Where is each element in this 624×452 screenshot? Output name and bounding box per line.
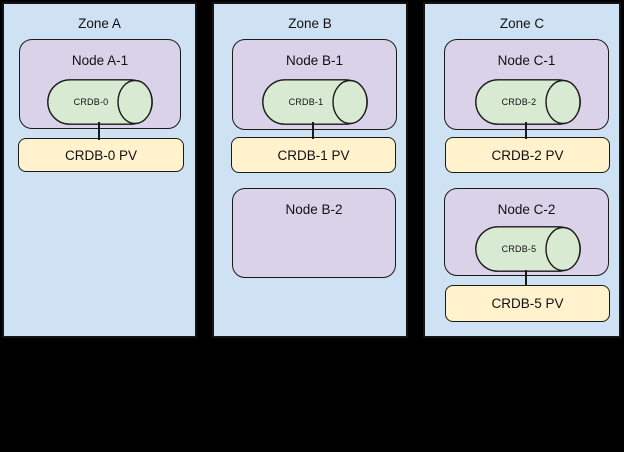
node-b-2-label: Node B-2 [285,202,343,217]
zone-b-label: Zone B [288,16,332,31]
node-b-1-label: Node B-1 [285,53,344,68]
node-a-1: Node A-1 CRDB-0 [19,39,181,129]
zone-c-label: Zone C [499,16,545,31]
connector-line [312,122,314,139]
connector-line [98,122,100,140]
node-a-1-label: Node A-1 [71,53,129,68]
cylinder-icon [262,79,368,125]
crdb-0-pv: CRDB-0 PV [18,138,184,172]
crdb-5-pv: CRDB-5 PV [445,285,610,322]
crdb-1-pod-label: CRDB-1 [288,97,324,107]
node-c-2: Node C-2 CRDB-5 [444,188,609,276]
crdb-5-pod-label: CRDB-5 [501,244,537,254]
crdb-2-pod-label: CRDB-2 [501,97,537,107]
cylinder-icon [475,79,581,125]
zone-a: Zone A Node A-1 CRDB-0 CRDB-0 PV [2,2,197,338]
node-b-2: Node B-2 [232,188,396,278]
node-b-1: Node B-1 CRDB-1 [232,39,397,130]
zone-b: Zone B Node B-1 CRDB-1 CRDB-1 PV Node B-… [212,2,408,338]
node-c-1-label: Node C-1 [497,53,556,68]
node-c-1: Node C-1 CRDB-2 [444,39,609,130]
cylinder-icon [47,79,153,125]
crdb-0-pod-cylinder: CRDB-0 [47,79,153,125]
crdb-2-pod-cylinder: CRDB-2 [475,79,581,125]
connector-line [525,122,527,139]
cylinder-icon [475,226,581,272]
crdb-1-pv: CRDB-1 PV [231,137,396,173]
crdb-0-pv-label: CRDB-0 PV [64,147,137,163]
crdb-1-pv-label: CRDB-1 PV [277,147,350,163]
crdb-2-pv-label: CRDB-2 PV [491,147,564,163]
crdb-2-pv: CRDB-2 PV [445,137,610,173]
crdb-5-pv-label: CRDB-5 PV [491,296,564,311]
crdb-0-pod-label: CRDB-0 [73,97,109,107]
zone-a-label: Zone A [78,16,121,31]
node-c-2-label: Node C-2 [497,202,556,217]
zone-c: Zone C Node C-1 CRDB-2 CRDB-2 PV Node C-… [423,2,621,338]
crdb-1-pod-cylinder: CRDB-1 [262,79,368,125]
connector-line [525,270,527,285]
crdb-5-pod-cylinder: CRDB-5 [475,226,581,272]
